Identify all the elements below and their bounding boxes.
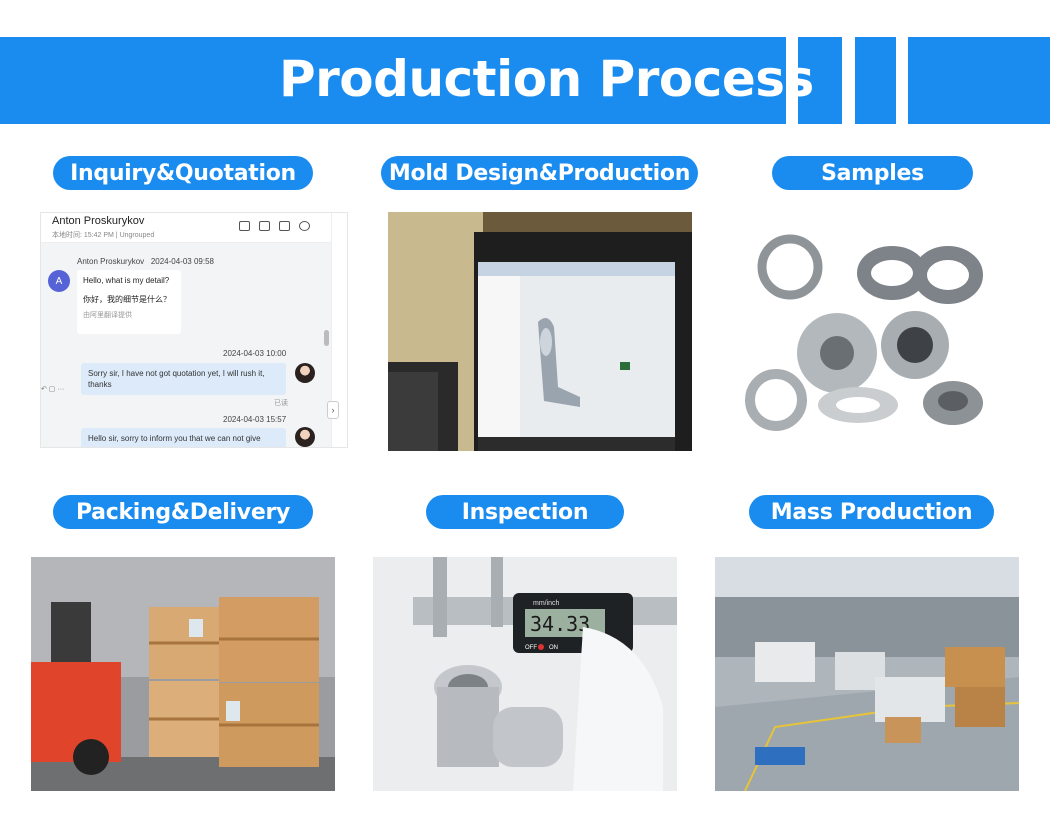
message-translation: 你好，我的细节是什么？ bbox=[83, 295, 171, 304]
inquiry-chat-screenshot: Anton Proskurykov 本地时间: 15:42 PM | Ungro… bbox=[40, 212, 348, 448]
contact-avatar: A bbox=[48, 270, 70, 292]
message-meta: Anton Proskurykov 2024-04-03 09:58 bbox=[77, 257, 214, 266]
caliper-on-label: ON bbox=[549, 645, 558, 651]
read-status: 已读 bbox=[274, 400, 288, 407]
contact-group: Ungrouped bbox=[119, 232, 155, 239]
step-label-mold-design: Mold Design&Production bbox=[381, 156, 698, 190]
step-label-inquiry: Inquiry&Quotation bbox=[53, 156, 313, 190]
factory-floor-illustration bbox=[715, 557, 1019, 791]
banner-bar-stripe bbox=[798, 37, 842, 124]
caliper-off-label: OFF bbox=[525, 645, 537, 651]
message-time: 2024-04-03 15:57 bbox=[223, 415, 287, 424]
chat-side-panel bbox=[331, 213, 347, 447]
step-label-mass-production: Mass Production bbox=[749, 495, 994, 529]
translation-note: 由阿里翻译提供 bbox=[83, 312, 132, 319]
chat-toolbar bbox=[239, 221, 310, 231]
contact-local-time: 本地时间: 15:42 PM bbox=[52, 232, 114, 239]
step-label-samples: Samples bbox=[772, 156, 973, 190]
message-actions-icon[interactable]: ↶ ▢ ··· bbox=[41, 386, 65, 393]
mass-production-photo bbox=[715, 557, 1019, 791]
banner-bar-stripe bbox=[855, 37, 896, 124]
banner-bar-stripe bbox=[908, 37, 1050, 124]
edit-icon bbox=[259, 221, 270, 231]
message-time: 2024-04-03 10:00 bbox=[223, 349, 287, 358]
caliper-measurement-illustration: 34.33 mm/inch OFF ON bbox=[373, 557, 677, 791]
message-time: 2024-04-03 09:58 bbox=[150, 257, 214, 266]
chat-scrollbar[interactable] bbox=[324, 330, 329, 346]
cast-parts-illustration bbox=[745, 234, 983, 431]
banner-bar-main bbox=[0, 37, 786, 124]
samples-photo bbox=[740, 225, 990, 435]
mold-design-photo bbox=[388, 212, 692, 451]
message-sender: Anton Proskurykov bbox=[77, 257, 145, 266]
user-avatar bbox=[295, 427, 315, 447]
inspection-photo: 34.33 mm/inch OFF ON bbox=[373, 557, 677, 791]
message-text: Hello, what is my detail? bbox=[83, 276, 170, 285]
chat-header: Anton Proskurykov 本地时间: 15:42 PM | Ungro… bbox=[41, 213, 331, 243]
crates-forklift-illustration bbox=[31, 557, 335, 791]
user-avatar bbox=[295, 363, 315, 383]
list-icon bbox=[279, 221, 290, 231]
caliper-brand: mm/inch bbox=[533, 600, 560, 607]
contact-meta: 本地时间: 15:42 PM | Ungrouped bbox=[52, 232, 155, 239]
caliper-readout: 34.33 bbox=[530, 612, 590, 636]
message-icon bbox=[239, 221, 250, 231]
phone-icon bbox=[299, 221, 310, 231]
incoming-message: Hello, what is my detail? 你好，我的细节是什么？ 由阿… bbox=[77, 270, 181, 334]
step-label-packing: Packing&Delivery bbox=[53, 495, 313, 529]
outgoing-message: Sorry sir, I have not got quotation yet,… bbox=[81, 363, 286, 395]
chevron-right-icon[interactable]: › bbox=[327, 401, 339, 419]
contact-name: Anton Proskurykov bbox=[52, 215, 145, 227]
step-label-inspection: Inspection bbox=[426, 495, 624, 529]
page-title: Production Process bbox=[279, 50, 814, 108]
packing-photo bbox=[31, 557, 335, 791]
outgoing-message: Hello sir, sorry to inform you that we c… bbox=[81, 428, 286, 447]
mold-design-illustration bbox=[388, 212, 692, 451]
title-banner bbox=[0, 37, 1050, 124]
